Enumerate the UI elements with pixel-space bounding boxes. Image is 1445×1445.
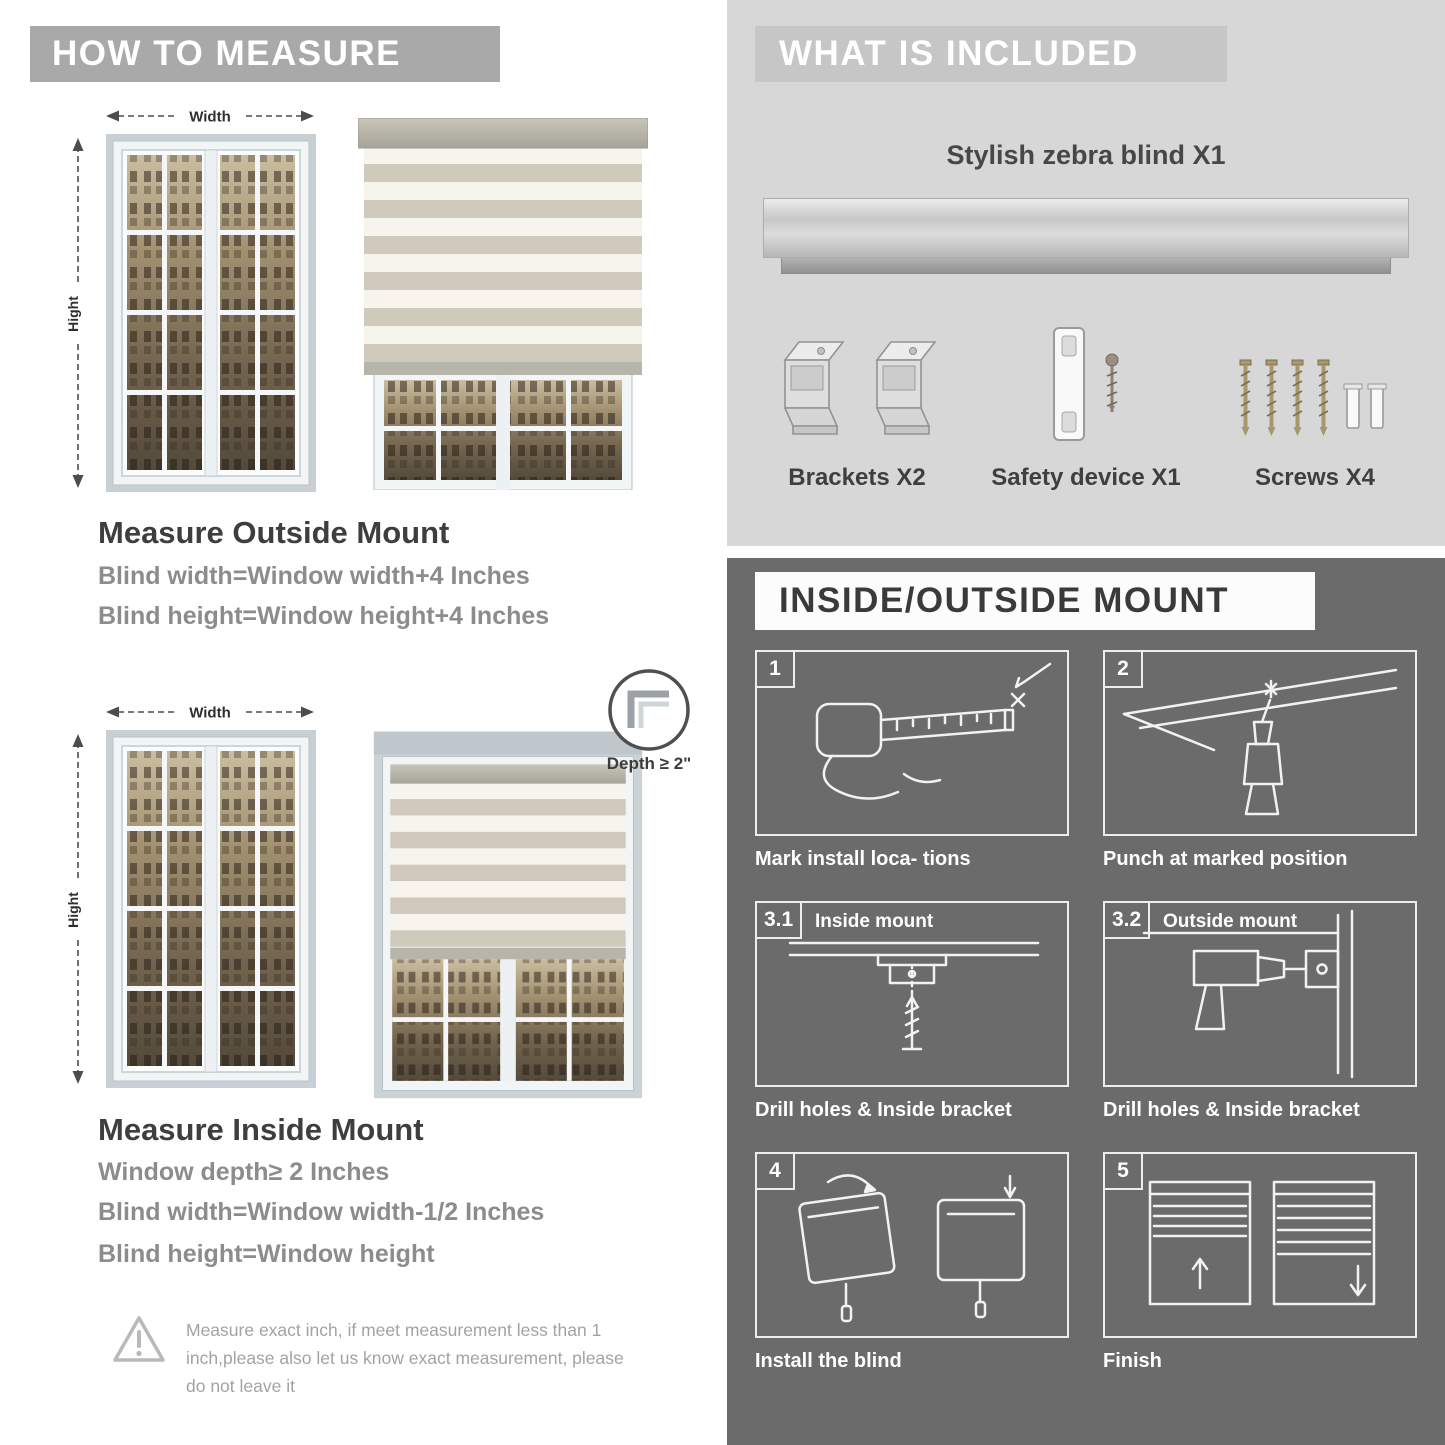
- inside-mount-figure: Depth ≥ 2": [62, 669, 691, 1106]
- screws-icon: [1239, 359, 1387, 436]
- step-3-2-box: 3.2 Outside mount: [1103, 901, 1417, 1087]
- how-to-measure-title: HOW TO MEASURE: [52, 34, 401, 73]
- outside-height-formula: Blind height=Window height+4 Inches: [98, 602, 550, 630]
- warning-icon: [113, 1316, 165, 1362]
- step-1-number: 1: [757, 652, 795, 688]
- step-3-2: 3.2 Outside mount: [1103, 901, 1417, 1122]
- measure-note-text: Measure exact inch, if meet measurement …: [186, 1320, 624, 1396]
- blind-quantity-label: Stylish zebra blind X1: [946, 140, 1226, 170]
- zebra-blind-outside-illustration: [358, 118, 648, 490]
- step-5: 5: [1103, 1152, 1417, 1373]
- step-3-1-label: Inside mount: [815, 911, 934, 932]
- step-3-1: 3.1 Inside mount: [755, 901, 1069, 1122]
- inside-mount-title: Measure Inside Mount: [98, 1112, 424, 1147]
- drill-icon: [1122, 668, 1398, 816]
- step-1: 1: [755, 650, 1069, 871]
- safety-device-item: Safety device X1: [991, 318, 1181, 492]
- mount-title: INSIDE/OUTSIDE MOUNT: [779, 581, 1230, 620]
- step-2-number: 2: [1105, 652, 1143, 688]
- step-3-2-label: Outside mount: [1163, 911, 1298, 932]
- step-1-box: 1: [755, 650, 1069, 836]
- outside-mount-figure: [62, 100, 662, 510]
- headrail-valance: [781, 258, 1391, 274]
- tape-measure-icon: [815, 662, 1052, 800]
- step-2: 2 Punch at mar: [1103, 650, 1417, 871]
- outside-width-formula: Blind width=Window width+4 Inches: [98, 562, 530, 590]
- screws-label: Screws X4: [1254, 464, 1376, 491]
- what-is-included-header: WHAT IS INCLUDED: [755, 26, 1227, 82]
- step-5-box: 5: [1103, 1152, 1417, 1338]
- headrail-cassette: [763, 198, 1409, 258]
- safety-device-icon: [1052, 327, 1119, 441]
- outside-mount-title: Measure Outside Mount: [98, 515, 450, 550]
- inside-height-formula: Blind height=Window height: [98, 1240, 435, 1268]
- finish-blinds-icon: [1148, 1180, 1376, 1306]
- zebra-blind-headrail-illustration: [763, 198, 1409, 274]
- step-3-1-box: 3.1 Inside mount: [755, 901, 1069, 1087]
- measure-note: Measure exact inch, if meet measurement …: [110, 1312, 630, 1400]
- how-to-measure-header: HOW TO MEASURE: [30, 26, 500, 82]
- outside-bracket-drill-icon: [1142, 909, 1354, 1079]
- step-4-caption: Install the blind: [755, 1350, 902, 1372]
- mount-steps-grid: 1: [755, 650, 1417, 1373]
- step-2-box: 2: [1103, 650, 1417, 836]
- window-illustration: [62, 696, 332, 1096]
- step-3-1-caption: Drill holes & Inside bracket: [755, 1099, 1012, 1121]
- depth-magnifier-icon: [608, 669, 690, 751]
- screws-item: Screws X4: [1231, 318, 1399, 492]
- install-blind-icon: [798, 1174, 1026, 1323]
- step-1-caption: Mark install loca- tions: [755, 848, 971, 870]
- inside-bracket-screw-icon: [788, 941, 1040, 1051]
- step-3-2-number: 3.2: [1105, 903, 1151, 939]
- depth-label: Depth ≥ 2": [606, 754, 692, 773]
- brackets-label: Brackets X2: [788, 464, 926, 491]
- step-4: 4: [755, 1152, 1069, 1373]
- step-3-2-caption: Drill holes & Inside bracket: [1103, 1099, 1360, 1121]
- brackets-icon: [783, 341, 937, 435]
- inside-depth-formula: Window depth≥ 2 Inches: [98, 1158, 390, 1186]
- what-is-included-title: WHAT IS INCLUDED: [779, 34, 1139, 73]
- what-is-included-section: WHAT IS INCLUDED Stylish zebra blind X1: [727, 0, 1445, 546]
- included-components-row: Brackets X2 Safety device X1: [727, 318, 1445, 492]
- how-to-measure-section: HOW TO MEASURE Measure Outside Mount Bli…: [0, 0, 712, 1445]
- mount-header: INSIDE/OUTSIDE MOUNT: [755, 572, 1315, 630]
- anchors-icon: [1343, 383, 1387, 429]
- step-4-box: 4: [755, 1152, 1069, 1338]
- window-illustration: [62, 100, 332, 500]
- step-5-number: 5: [1105, 1154, 1143, 1190]
- brackets-item: Brackets X2: [773, 318, 941, 492]
- step-4-number: 4: [757, 1154, 795, 1190]
- depth-callout: Depth ≥ 2": [574, 668, 724, 774]
- step-2-caption: Punch at marked position: [1103, 848, 1348, 870]
- inside-width-formula: Blind width=Window width-1/2 Inches: [98, 1198, 545, 1226]
- safety-device-label: Safety device X1: [991, 464, 1181, 491]
- mount-steps-section: INSIDE/OUTSIDE MOUNT 1: [727, 558, 1445, 1445]
- zebra-blind-inside-illustration: [368, 718, 648, 1104]
- step-3-1-number: 3.1: [757, 903, 803, 939]
- step-5-caption: Finish: [1103, 1350, 1162, 1372]
